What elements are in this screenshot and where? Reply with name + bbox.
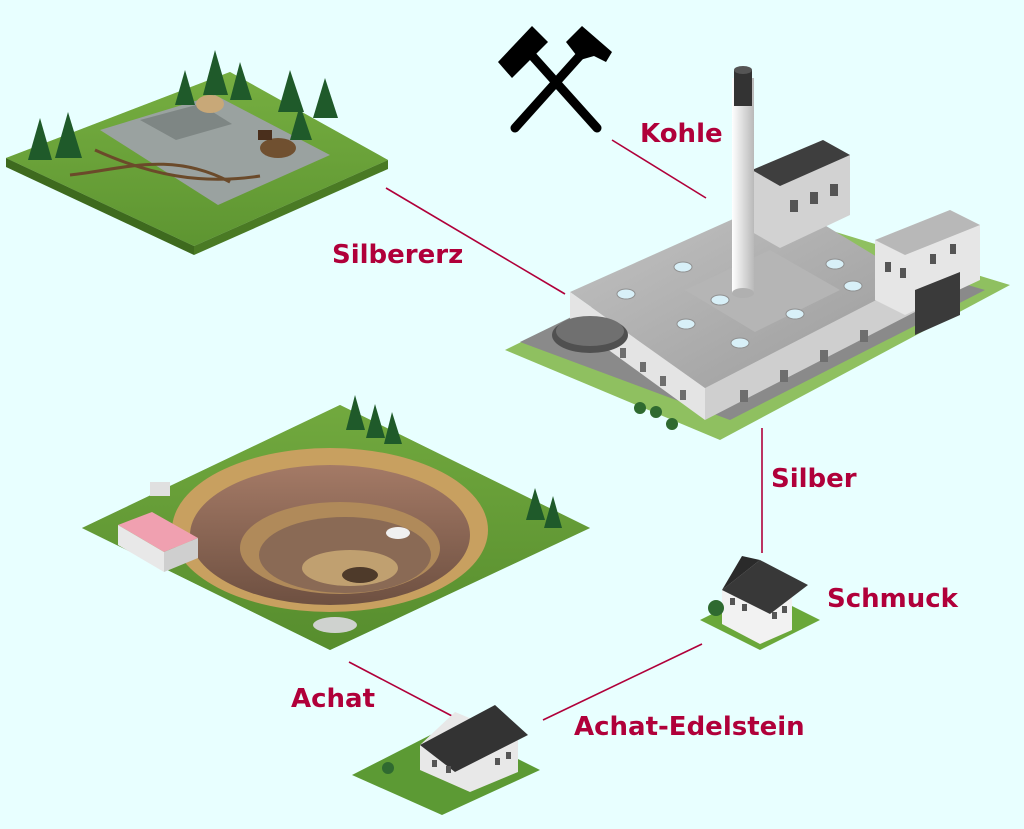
- label-achat: Achat: [291, 684, 376, 714]
- pit-trees: [346, 395, 562, 528]
- link-silbererz: [385, 187, 566, 295]
- connector-lines: [348, 139, 763, 721]
- jewelry-shop: [700, 556, 820, 650]
- crossed-hammers-icon: [498, 26, 612, 133]
- silverworks-factory: [505, 66, 1010, 440]
- link-achat-edelstein: [542, 643, 703, 721]
- link-kohle: [611, 139, 707, 199]
- label-silber: Silber: [771, 464, 857, 494]
- tree-cluster: [28, 50, 338, 160]
- label-silbererz: Silbererz: [332, 240, 464, 270]
- agate-pit: [82, 395, 590, 650]
- silver-mine: [6, 50, 388, 255]
- factory-trees: [634, 402, 678, 430]
- agate-workshop: [352, 705, 540, 815]
- link-achat: [348, 661, 453, 717]
- label-schmuck: Schmuck: [827, 584, 958, 614]
- label-kohle: Kohle: [640, 119, 723, 149]
- label-achat-edelstein: Achat-Edelstein: [574, 712, 805, 742]
